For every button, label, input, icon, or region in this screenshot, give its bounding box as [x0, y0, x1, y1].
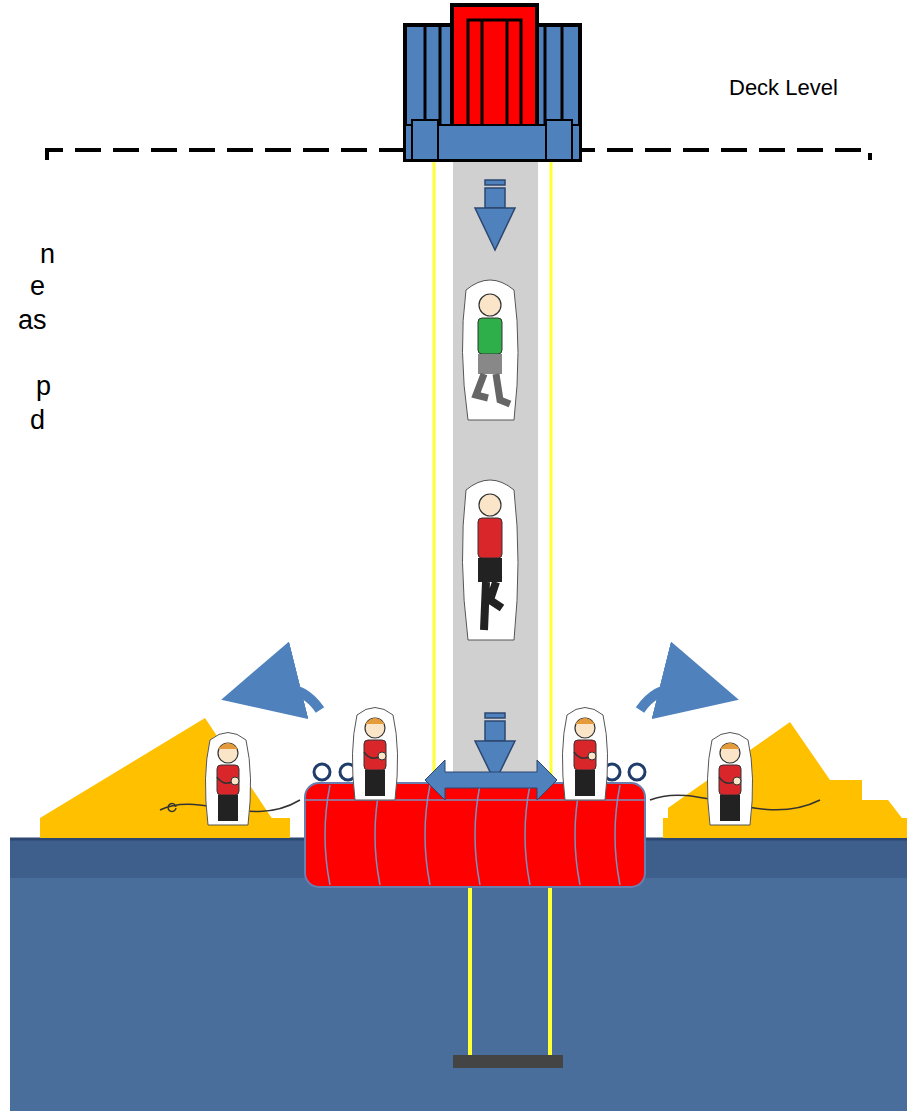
cut-text-fragment: p — [36, 372, 51, 402]
deck-level-label: Deck Level — [729, 76, 838, 100]
cut-text-fragment: d — [30, 406, 45, 436]
cut-text-fragment: n — [40, 240, 55, 270]
cut-text-fragment: as — [18, 306, 47, 336]
cut-text-fragment: e — [30, 272, 45, 302]
